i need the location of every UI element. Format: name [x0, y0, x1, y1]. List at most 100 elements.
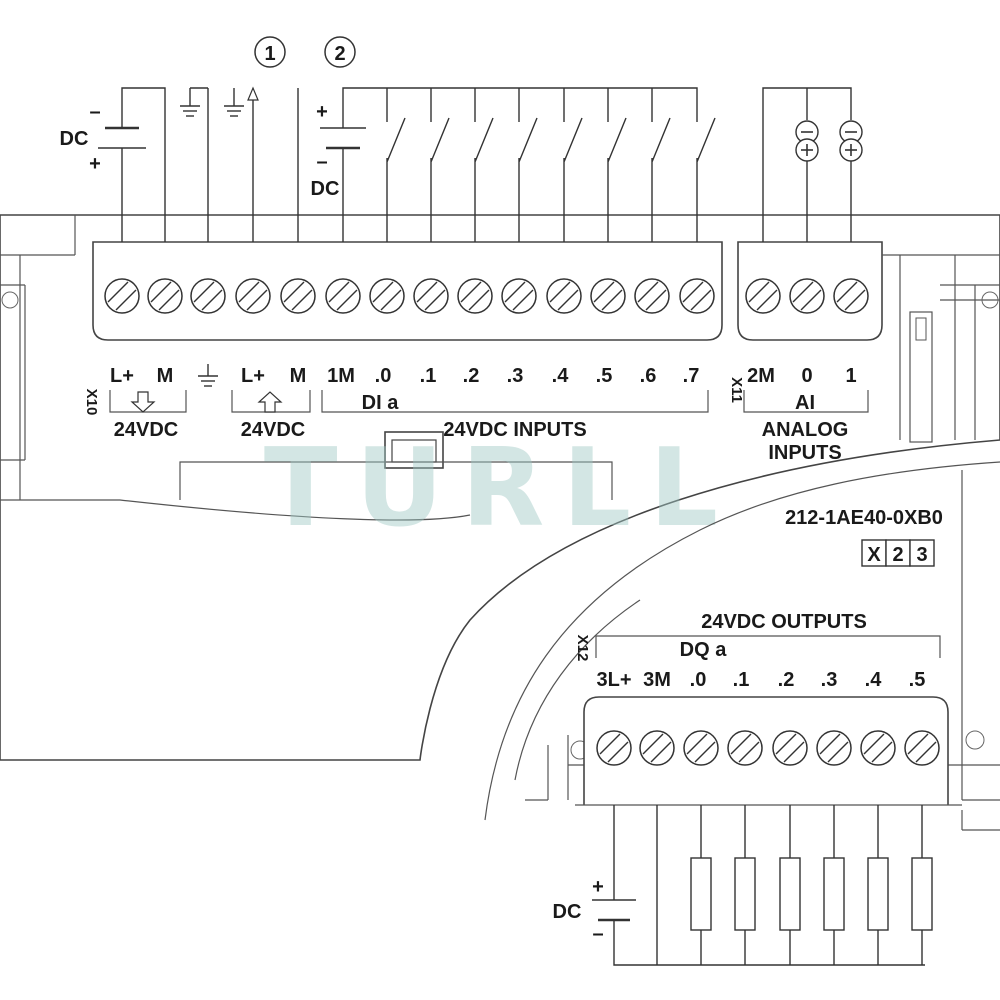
power-out-group-label: 24VDC — [241, 419, 305, 441]
callout-2-label: 2 — [334, 43, 345, 65]
di-channel-label: .1 — [420, 365, 437, 387]
do-section-title: 24VDC OUTPUTS — [701, 611, 867, 633]
terminal-screw — [413, 278, 449, 314]
version-box-3: 3 — [916, 544, 927, 566]
load-resistor-icon — [779, 857, 801, 931]
terminal-screw — [789, 278, 825, 314]
top-terminal-block — [104, 278, 869, 314]
input-switches — [386, 88, 716, 242]
terminal-label-3lplus: 3L+ — [596, 669, 631, 691]
connector-x12-label: X12 — [574, 635, 591, 662]
connector-x10-label: X10 — [83, 389, 100, 416]
di-section-title: 24VDC INPUTS — [443, 419, 586, 441]
version-box-2: 2 — [892, 544, 903, 566]
module-housing — [0, 214, 1000, 761]
terminal-label-lplus-out: L+ — [241, 365, 265, 387]
do-channel-label: .0 — [690, 669, 707, 691]
do-channel-label: .3 — [821, 669, 838, 691]
top-wiring: 1 2 – DC + — [60, 36, 863, 242]
output-labels: 24VDC OUTPUTS X12 DQ a 3L+ 3M .0 .1 .2 .… — [574, 611, 941, 691]
di-channel-label: .6 — [640, 365, 657, 387]
do-channel-label: .5 — [909, 669, 926, 691]
terminal-screw — [190, 278, 226, 314]
terminal-label-2m: 2M — [747, 365, 775, 387]
terminal-screw — [457, 278, 493, 314]
terminal-screw — [816, 730, 852, 766]
terminal-label-3m: 3M — [643, 669, 671, 691]
terminal-screw — [590, 278, 626, 314]
terminal-screw — [904, 730, 940, 766]
do-channel-label: .2 — [778, 669, 795, 691]
terminal-screw — [325, 278, 361, 314]
terminal-label-1m: 1M — [327, 365, 355, 387]
di-channel-label: .2 — [463, 365, 480, 387]
arrow-up-icon — [247, 86, 259, 101]
terminal-screw — [745, 278, 781, 314]
terminal-screw — [860, 730, 896, 766]
terminal-screw — [235, 278, 271, 314]
ai-channel-label: 1 — [845, 365, 856, 387]
ai-section-title-1: ANALOG — [762, 419, 849, 441]
analog-source-icon — [795, 120, 819, 162]
do-group-name: DQ a — [680, 639, 728, 661]
terminal-screw — [727, 730, 763, 766]
output-wiring: + DC – — [553, 805, 933, 966]
ai-group-name: AI — [795, 392, 815, 414]
svg-text:+: + — [592, 876, 604, 898]
ground-icon — [198, 364, 218, 387]
callout-circle-1 — [254, 36, 286, 68]
ai-section-title-2: INPUTS — [768, 442, 841, 464]
svg-text:–: – — [316, 151, 327, 173]
part-number: 212-1AE40-0XB0 — [785, 507, 943, 529]
terminal-label-lplus-in: L+ — [110, 365, 134, 387]
load-resistor-icon — [911, 857, 933, 931]
terminal-screw — [634, 278, 670, 314]
terminal-label-m-out: M — [290, 365, 307, 387]
svg-text:–: – — [592, 923, 603, 945]
top-labels: X10 L+ M L+ M 24VDC 24VDC 1M .0 .1 .2 .3… — [83, 364, 869, 464]
terminal-screw — [104, 278, 140, 314]
output-terminal-block — [596, 730, 940, 766]
dc-label-inputs: DC — [311, 178, 340, 200]
terminal-screw — [772, 730, 808, 766]
connector-x11-label: X11 — [728, 377, 745, 403]
load-resistor-icon — [867, 857, 889, 931]
load-resistor-icon — [690, 857, 712, 931]
terminal-screw — [546, 278, 582, 314]
callout-1-label: 1 — [264, 43, 275, 65]
ground-icon — [224, 88, 244, 117]
version-box-x: X — [867, 544, 881, 566]
di-group-name: DI a — [362, 392, 400, 414]
terminal-screw — [683, 730, 719, 766]
terminal-screw — [147, 278, 183, 314]
part-info: 212-1AE40-0XB0 X 2 3 — [785, 507, 943, 567]
terminal-screw — [833, 278, 869, 314]
di-channel-label: .4 — [552, 365, 570, 387]
di-channel-label: .5 — [596, 365, 613, 387]
do-channel-label: .4 — [865, 669, 883, 691]
terminal-label-m-in: M — [157, 365, 174, 387]
load-resistor-icon — [823, 857, 845, 931]
terminal-screw — [639, 730, 675, 766]
power-in-group-label: 24VDC — [114, 419, 178, 441]
di-channel-label: .3 — [507, 365, 524, 387]
callout-circle-2 — [324, 36, 356, 68]
terminal-screw — [369, 278, 405, 314]
load-resistor-icon — [734, 857, 756, 931]
ai-channel-label: 0 — [801, 365, 812, 387]
terminal-screw — [679, 278, 715, 314]
svg-text:+: + — [89, 153, 101, 175]
di-channel-label: .7 — [683, 365, 700, 387]
terminal-screw — [501, 278, 537, 314]
svg-text:+: + — [316, 101, 328, 123]
output-housing — [484, 461, 1000, 831]
dc-label-left: DC — [60, 128, 89, 150]
terminal-screw — [596, 730, 632, 766]
svg-text:–: – — [89, 101, 100, 123]
arrow-up-icon — [257, 391, 283, 413]
dc-label-outputs: DC — [553, 901, 582, 923]
ground-icon — [180, 88, 200, 117]
watermark-text: TURLL — [264, 426, 736, 551]
di-channel-label: .0 — [375, 365, 392, 387]
